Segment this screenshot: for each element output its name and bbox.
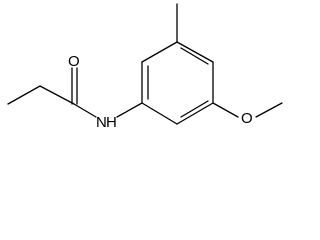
amide-hydrogen-label: H	[106, 114, 117, 131]
bond-carbonyl-nitrogen	[73, 103, 97, 118]
bond-nitrogen-ring	[116, 102, 143, 118]
carbonyl-oxygen-label: O	[68, 53, 80, 70]
bond-ring-ether-oxygen	[212, 102, 239, 118]
bond-ether-oxygen-methyl	[255, 102, 283, 118]
ring-inner-bond-3	[180, 100, 209, 118]
ether-oxygen-label: O	[241, 110, 253, 127]
ring-bond-2	[141, 41, 178, 63]
ring-bond-5	[176, 102, 214, 125]
ring-bond-6	[141, 102, 178, 125]
ring-bond-3	[176, 41, 214, 63]
amide-nitrogen-label: N	[96, 114, 107, 131]
bond-methyl-ch2	[7, 85, 41, 105]
ring-inner-bond-2	[180, 47, 209, 65]
chemical-structure: O N H O	[7, 3, 283, 131]
bond-ch2-carbonyl	[39, 85, 75, 105]
